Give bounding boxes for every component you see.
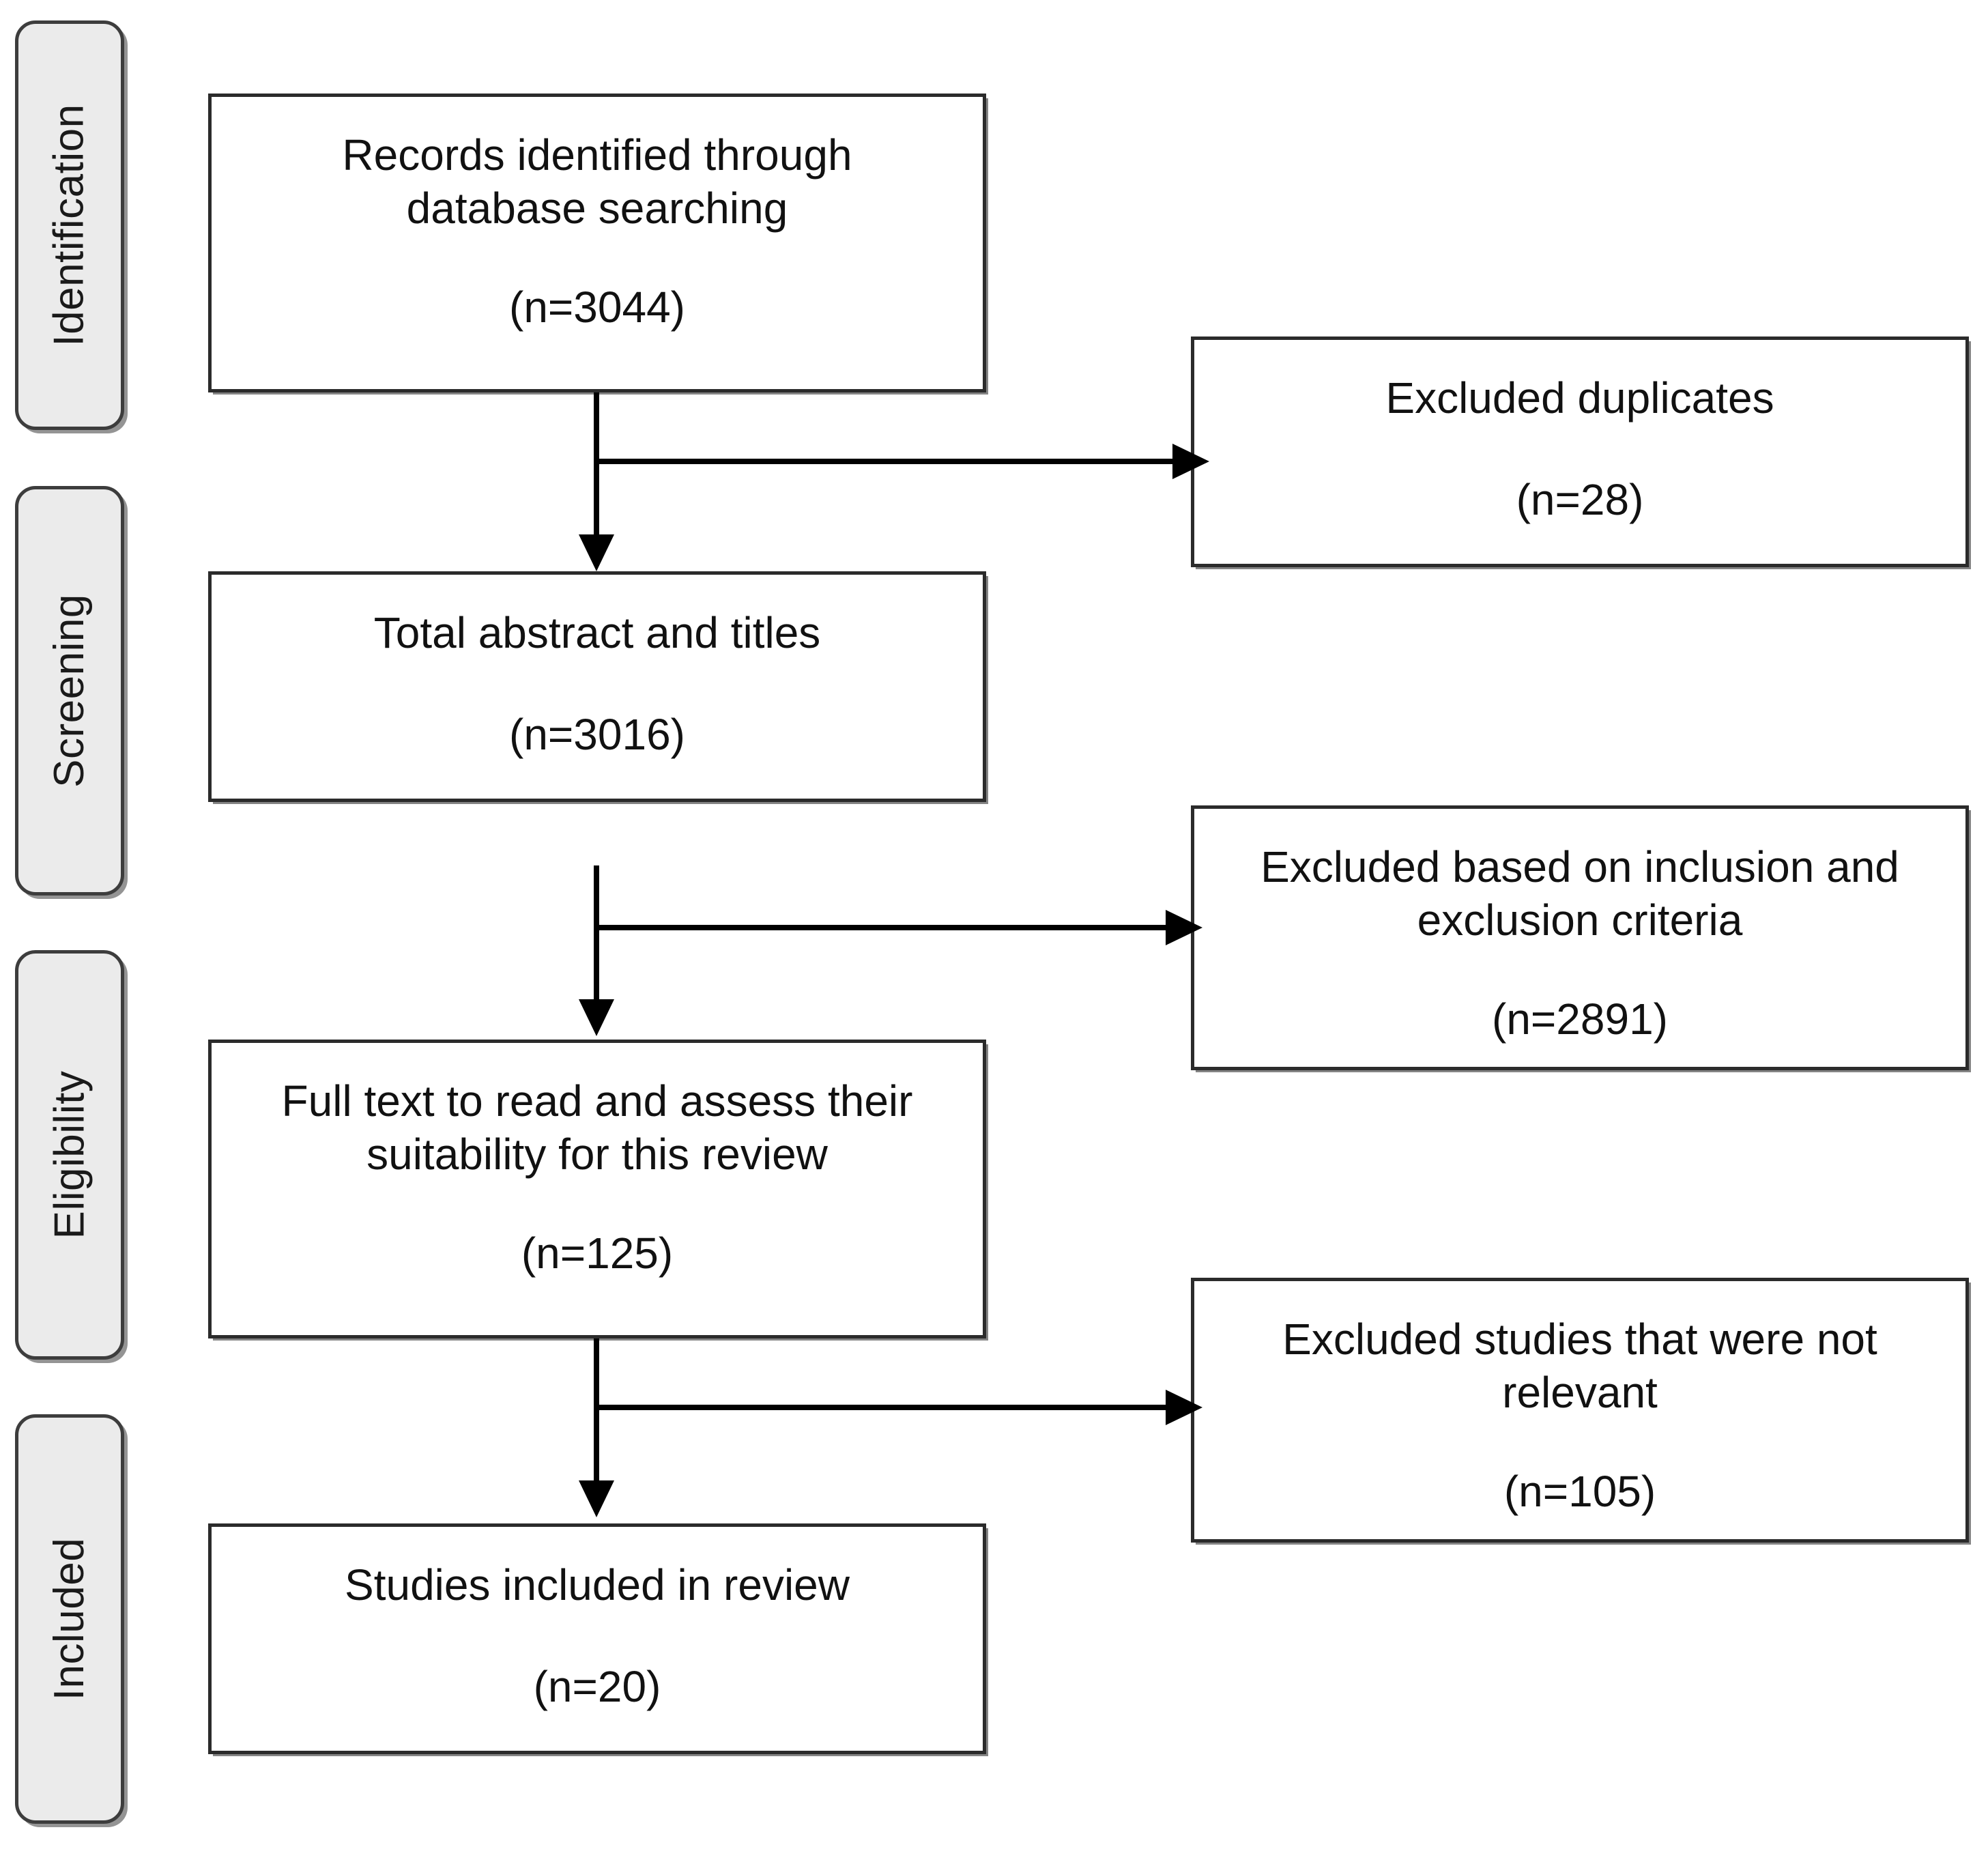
connector-arrowhead-right-1 [1172,444,1209,479]
flow-box-total-abstract-titles-title: Total abstract and titles [373,608,821,657]
stage-label-identification: Identification [15,20,124,430]
stage-label-eligibility: Eligibility [15,950,124,1360]
exclusion-box-excluded-not-relevant: Excluded studies that were not relevant … [1191,1278,1969,1543]
flow-box-studies-included-title: Studies included in review [345,1560,850,1609]
connector-hline-2 [596,925,1167,930]
flow-box-full-text-assessed-count: (n=125) [521,1229,674,1278]
flow-box-records-identified-count: (n=3044) [509,283,685,332]
stage-label-screening: Screening [15,486,124,896]
exclusion-box-excluded-not-relevant-count: (n=105) [1503,1467,1656,1517]
stage-label-screening-text: Screening [46,594,93,788]
flow-box-studies-included-count: (n=20) [533,1662,661,1712]
connector-arrowhead-right-3 [1166,1390,1202,1425]
stage-label-included: Included [15,1414,124,1824]
exclusion-box-excluded-criteria-count: (n=2891) [1492,994,1668,1044]
exclusion-box-excluded-not-relevant-title: Excluded studies that were not relevant [1282,1315,1877,1418]
connector-arrowhead-down-2 [579,999,614,1036]
flow-box-total-abstract-titles-count: (n=3016) [509,710,685,760]
connector-arrowhead-down-1 [579,534,614,571]
connector-vline-3 [594,1338,599,1482]
connector-vline-2 [594,865,599,1001]
exclusion-box-excluded-duplicates: Excluded duplicates (n=28) [1191,336,1969,567]
flow-box-studies-included: Studies included in review (n=20) [208,1523,986,1754]
exclusion-box-excluded-criteria-title: Excluded based on inclusion and exclusio… [1260,842,1899,945]
flow-box-full-text-assessed: Full text to read and assess their suita… [208,1040,986,1338]
flow-box-records-identified-title: Records identified through database sear… [342,130,852,233]
stage-label-identification-text: Identification [46,104,93,347]
stage-label-eligibility-text: Eligibility [46,1070,93,1240]
flow-box-records-identified: Records identified through database sear… [208,94,986,392]
exclusion-box-excluded-criteria: Excluded based on inclusion and exclusio… [1191,805,1969,1070]
connector-arrowhead-down-3 [579,1480,614,1517]
connector-arrowhead-right-2 [1166,910,1202,945]
exclusion-box-excluded-duplicates-count: (n=28) [1516,475,1644,525]
stage-label-included-text: Included [46,1537,93,1701]
flow-box-total-abstract-titles: Total abstract and titles (n=3016) [208,571,986,802]
exclusion-box-excluded-duplicates-title: Excluded duplicates [1385,373,1774,422]
connector-hline-3 [596,1405,1167,1410]
flow-box-full-text-assessed-title: Full text to read and assess their suita… [281,1076,913,1179]
connector-hline-1 [596,459,1174,464]
connector-vline-1 [594,392,599,536]
